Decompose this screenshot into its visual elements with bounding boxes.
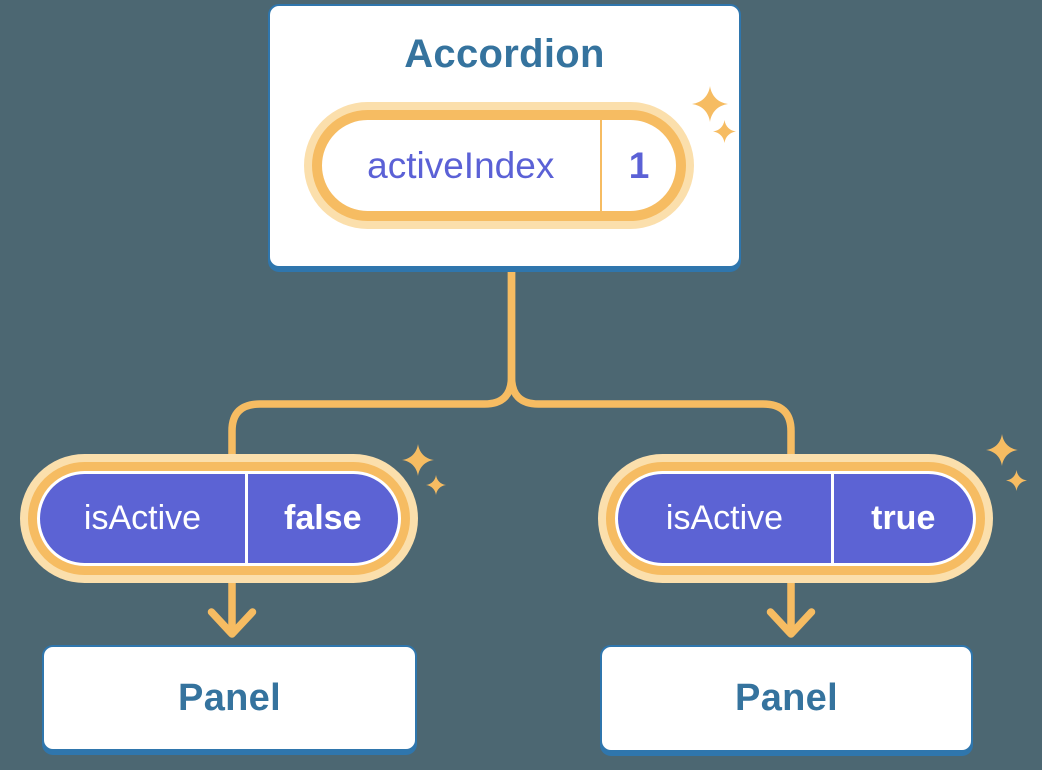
accordion-title: Accordion [404,32,605,76]
connector-right-branch [507,272,795,633]
panel-title: Panel [735,677,838,719]
arrow-down-icon [766,608,816,638]
sparkle-icon [986,434,1018,466]
sparkle-icon [426,475,446,495]
panel-card-left: Panel [42,645,417,751]
panel-card-right: Panel [600,645,973,752]
prop-pill-isactive-false: isActive false [20,454,418,583]
state-pill-label: activeIndex [367,144,555,186]
accordion-card: Accordion activeIndex 1 [268,4,741,268]
arrow-down-icon [207,608,257,638]
state-pill-value: 1 [628,144,650,186]
prop-pill-value: false [284,499,362,537]
sparkle-icon [692,86,728,122]
sparkle-icon [713,120,736,143]
pill-divider [831,474,834,563]
prop-pill-value: true [871,499,936,537]
prop-pill-isactive-true: isActive true [598,454,993,583]
panel-title: Panel [178,676,281,719]
pill-divider [245,474,248,563]
sparkle-icon [1006,470,1027,491]
state-pill: activeIndex 1 [304,102,694,229]
sparkle-icon [402,444,434,476]
prop-pill-label: isActive [83,499,202,537]
pill-divider [599,120,602,211]
prop-pill-label: isActive [665,499,784,537]
